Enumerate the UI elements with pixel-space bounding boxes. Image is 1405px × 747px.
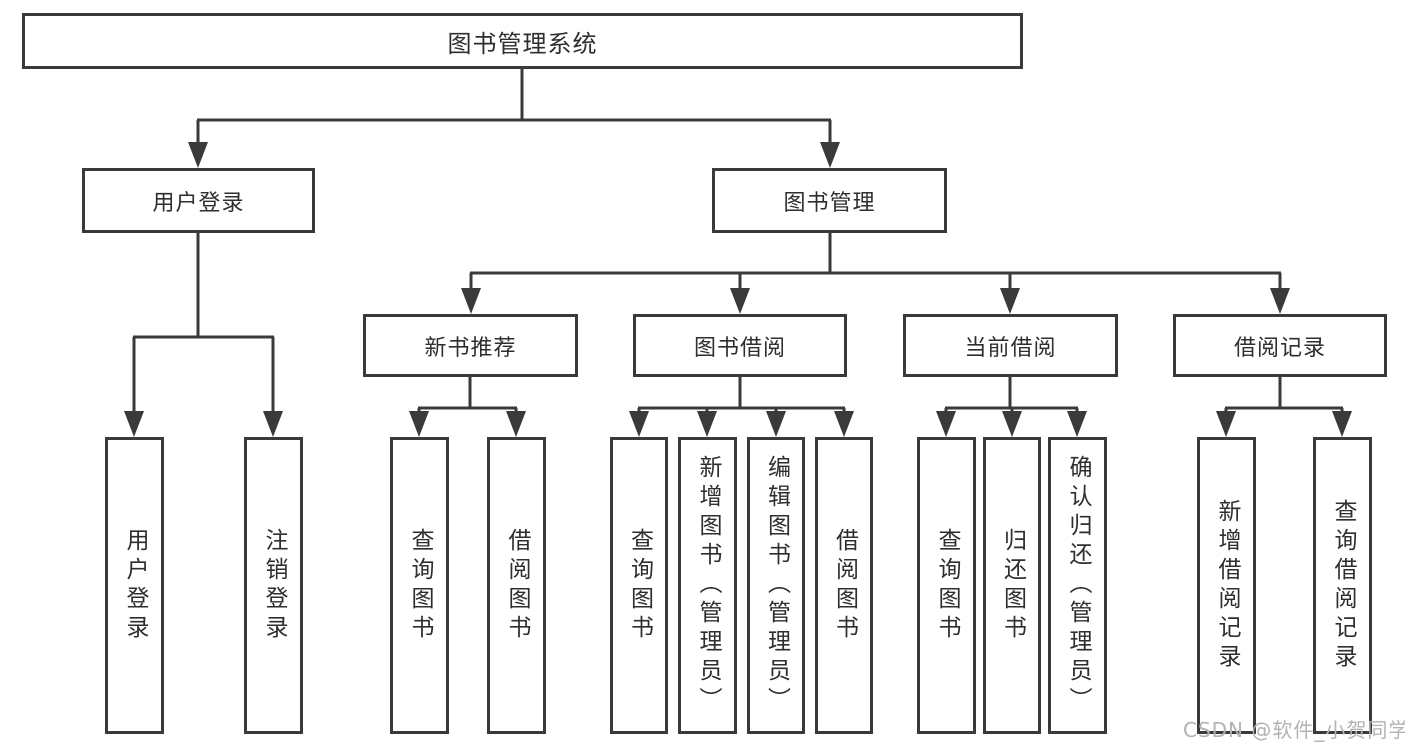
leaf-borrowing-borrow-books: 借阅图书: [815, 437, 873, 734]
node-borrowing-records: 借阅记录: [1173, 314, 1387, 377]
leaf-logout: 注销登录: [244, 437, 303, 734]
node-library-management-system: 图书管理系统: [22, 13, 1023, 69]
csdn-watermark: CSDN @软件_小贺同学: [1183, 718, 1405, 742]
leaf-label-user-login: 用户登录: [122, 527, 148, 644]
leaf-label-borrowing-add-books-admin: 新增图书（管理员）: [695, 455, 721, 716]
node-user-login: 用户登录: [82, 168, 315, 233]
leaf-label-logout: 注销登录: [261, 527, 287, 644]
leaf-current-confirm-return-admin: 确认归还（管理员）: [1048, 437, 1107, 734]
leaf-current-query-books: 查询图书: [917, 437, 976, 734]
leaf-label-current-query-books: 查询图书: [934, 527, 960, 644]
leaf-label-records-query-record: 查询借阅记录: [1330, 498, 1356, 673]
node-book-borrowing: 图书借阅: [633, 314, 847, 377]
leaf-borrowing-edit-books-admin: 编辑图书（管理员）: [747, 437, 805, 734]
leaf-label-current-confirm-return-admin: 确认归还（管理员）: [1065, 455, 1091, 716]
node-current-borrowing: 当前借阅: [903, 314, 1118, 377]
leaf-recommend-query-books: 查询图书: [390, 437, 449, 734]
leaf-borrowing-add-books-admin: 新增图书（管理员）: [678, 437, 737, 734]
leaf-user-login: 用户登录: [105, 437, 164, 734]
node-label-book-borrowing: 图书借阅: [693, 335, 786, 361]
node-label-book-management: 图书管理: [783, 190, 876, 216]
leaf-recommend-borrow-books: 借阅图书: [487, 437, 546, 734]
node-label-user-login: 用户登录: [152, 190, 245, 216]
leaf-records-add-record: 新增借阅记录: [1197, 437, 1256, 734]
leaf-label-current-return-books: 归还图书: [999, 527, 1026, 644]
leaf-label-records-add-record: 新增借阅记录: [1214, 498, 1240, 673]
leaf-label-borrowing-borrow-books: 借阅图书: [831, 527, 858, 644]
node-label-borrowing-records: 借阅记录: [1233, 335, 1326, 361]
leaf-label-recommend-borrow-books: 借阅图书: [504, 527, 530, 644]
leaf-records-query-record: 查询借阅记录: [1313, 437, 1372, 734]
node-new-book-recommendation: 新书推荐: [363, 314, 578, 377]
node-label-new-book-recommendation: 新书推荐: [424, 335, 517, 361]
node-label-current-borrowing: 当前借阅: [964, 335, 1057, 361]
node-label-root: 图书管理系统: [447, 29, 598, 58]
leaf-label-borrowing-query-books: 查询图书: [626, 527, 653, 644]
leaf-current-return-books: 归还图书: [983, 437, 1041, 734]
node-book-management: 图书管理: [712, 168, 947, 233]
leaf-borrowing-query-books: 查询图书: [610, 437, 668, 734]
leaf-label-recommend-query-books: 查询图书: [407, 527, 433, 644]
leaf-label-borrowing-edit-books-admin: 编辑图书（管理员）: [763, 455, 790, 716]
